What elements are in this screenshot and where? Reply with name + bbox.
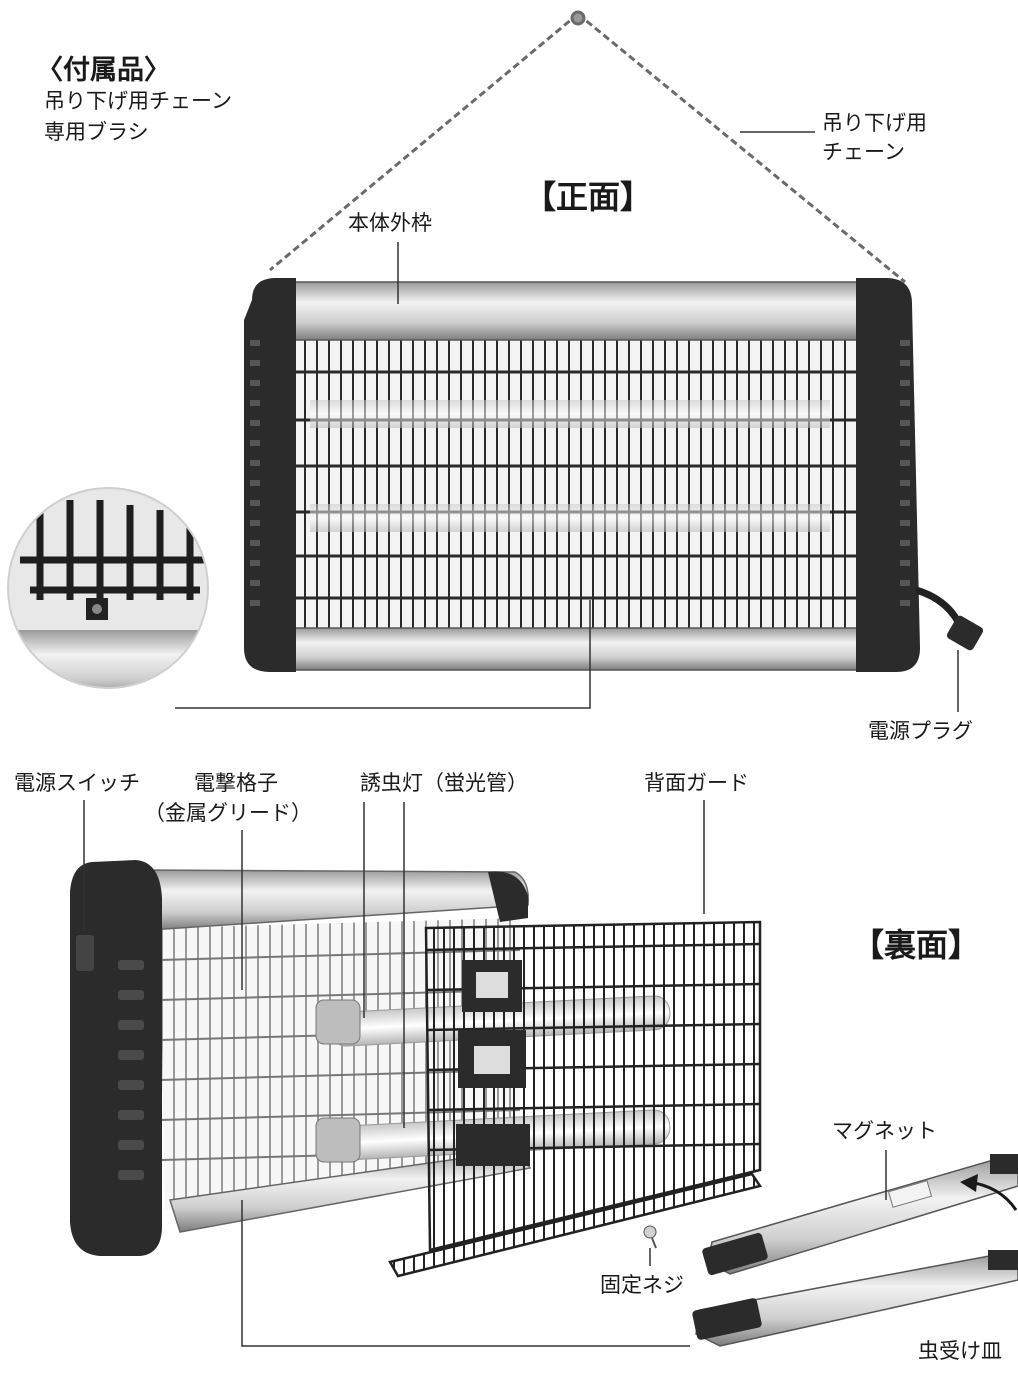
label-chain-line1: 吊り下げ用: [822, 111, 927, 135]
label-tray: 虫受け皿: [918, 1339, 1002, 1363]
front-unit: [244, 278, 984, 672]
detail-magnifier: [7, 487, 209, 689]
accessories-title: 〈付属品〉: [36, 55, 171, 86]
back-guard: [388, 920, 763, 1278]
label-lamp: 誘虫灯（蛍光管）: [360, 771, 528, 795]
accessory-item-chain: 吊り下げ用チェーン: [44, 89, 232, 113]
front-title: 【正面】: [524, 178, 653, 216]
label-grid-line2: （金属グリード）: [144, 801, 312, 825]
accessory-item-brush: 専用ブラシ: [44, 120, 149, 144]
label-switch: 電源スイッチ: [14, 771, 140, 795]
tray-lower: [692, 1250, 1018, 1347]
label-frame: 本体外枠: [348, 211, 432, 235]
label-plug: 電源プラグ: [868, 719, 973, 743]
label-screw: 固定ネジ: [600, 1273, 684, 1297]
label-magnet: マグネット: [832, 1119, 937, 1143]
label-grid-line1: 電撃格子: [194, 771, 278, 795]
tray-upper: [702, 1154, 1018, 1276]
hanging-chain: [269, 10, 906, 284]
label-guard: 背面ガード: [644, 771, 749, 795]
back-title: 【裏面】: [852, 926, 981, 964]
label-chain-line2: チェーン: [822, 140, 905, 164]
screw-part: [643, 1225, 657, 1249]
